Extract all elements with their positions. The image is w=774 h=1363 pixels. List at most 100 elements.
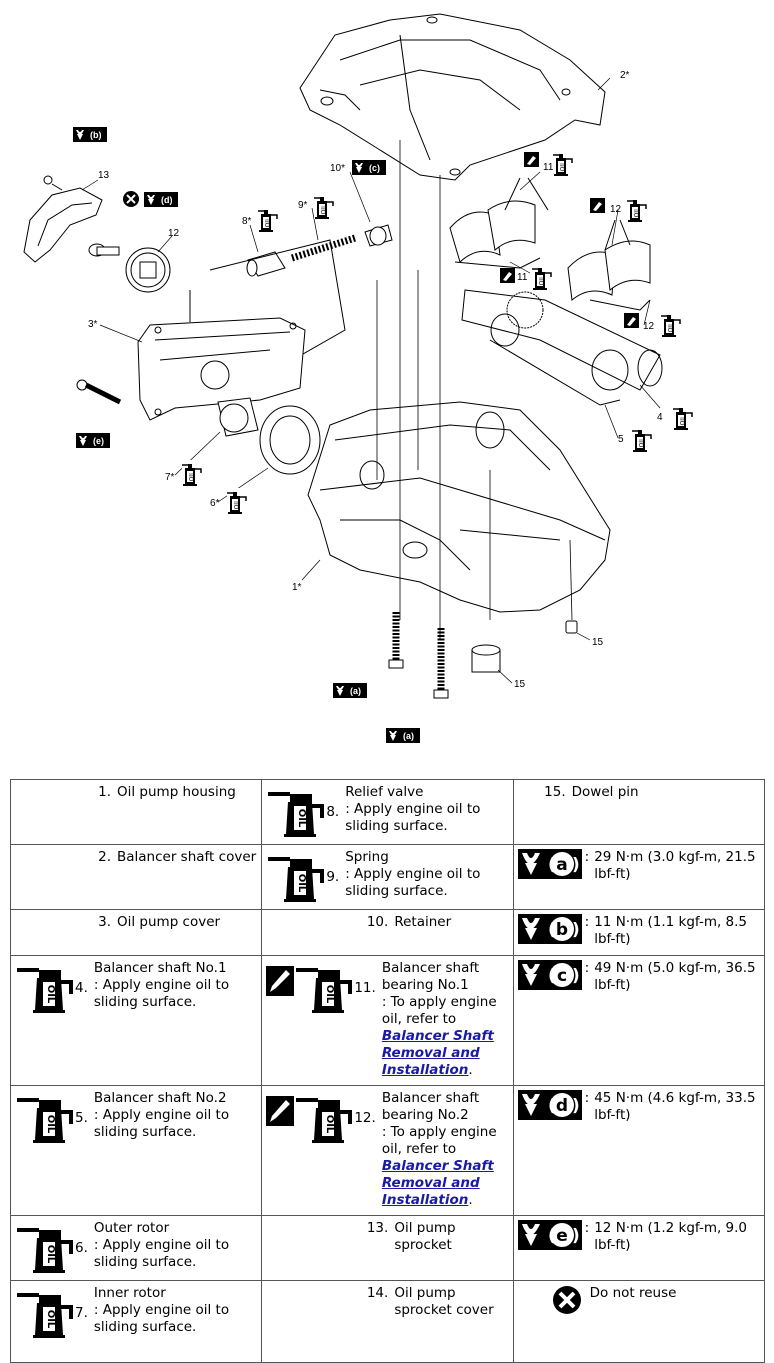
legend-item-note-text: : Apply engine oil to sliding surface.	[93, 1107, 230, 1140]
legend-cell: 13.Oil pump sprocket	[261, 1215, 514, 1281]
legend-symbol: b()	[517, 914, 582, 949]
svg-text:OIL: OIL	[45, 1115, 56, 1134]
svg-text:OIL: OIL	[45, 1310, 56, 1329]
svg-text:OIL: OIL	[296, 809, 307, 828]
legend-item-description: Oil pump cover	[117, 914, 257, 931]
legend-item-number: 6.	[75, 1240, 88, 1256]
svg-text:e: e	[556, 1226, 568, 1246]
legend-row: OIL 5. Balancer shaft No.2: Apply engine o…	[9, 1085, 766, 1216]
legend-symbol: a()	[517, 849, 582, 884]
svg-text:): )	[572, 966, 580, 986]
svg-text:(: (	[548, 1226, 556, 1246]
legend-item-note: : Apply engine oil to sliding surface.	[94, 1302, 257, 1336]
legend-item: OIL 5. Balancer shaft No.2: Apply engine o…	[15, 1090, 257, 1144]
legend-item-description: Dowel pin	[572, 784, 760, 801]
legend-item-name: Retainer	[394, 914, 452, 930]
legend-item-description: Balancer shaft No.1: Apply engine oil to…	[94, 960, 257, 1011]
legend-cell: a():29 N·m (3.0 kgf-m, 21.5 lbf-ft)	[512, 844, 766, 910]
colon: :	[584, 960, 590, 976]
legend-cell: c():49 N·m (5.0 kgf-m, 36.5 lbf-ft)	[512, 955, 766, 1086]
reuse-note: Do not reuse	[518, 1285, 760, 1320]
svg-text:(e): (e)	[93, 436, 104, 446]
callout-15-bottom: 15	[514, 679, 526, 690]
legend-item: 2.Balancer shaft cover	[15, 849, 257, 866]
balancer-shaft-removal-link[interactable]: Balancer Shaft Removal and Installation	[381, 1158, 494, 1208]
callout-4: 4	[657, 412, 663, 423]
brush-icon	[266, 1096, 295, 1126]
legend-item-icons: OIL	[15, 1090, 75, 1144]
legend-item-number: 5.	[75, 1110, 88, 1126]
callout-14: 13	[98, 170, 110, 181]
legend-item-name: Inner rotor	[93, 1285, 166, 1301]
callout-2: 2*	[620, 70, 630, 81]
legend-item-name: Balancer shaft No.2	[93, 1090, 227, 1106]
colon: :	[584, 914, 590, 930]
svg-text:): )	[572, 855, 580, 875]
legend-item-name: Oil pump sprocket cover	[394, 1285, 494, 1318]
oil-can-icon: OIL	[268, 857, 325, 902]
legend-item-note-text: : To apply engine oil, refer to	[381, 1124, 497, 1157]
legend-item-name: Balancer shaft bearing No.2	[381, 1090, 480, 1123]
legend-cell: d():45 N·m (4.6 kgf-m, 33.5 lbf-ft)	[512, 1085, 766, 1216]
legend-item-number: 10.	[366, 914, 389, 930]
callout-15-right: 15	[592, 637, 604, 648]
oil-can-icon: OIL	[296, 1098, 353, 1143]
legend-item-note-text: : Apply engine oil to sliding surface.	[345, 866, 481, 899]
legend-item-number: 11.	[354, 980, 376, 996]
legend-item-number: 13.	[366, 1220, 389, 1236]
legend-item: 10. Retainer	[266, 914, 508, 931]
callout-12-top: 12	[610, 204, 622, 215]
torque-value: 12 N·m (1.2 kgf-m, 9.0 lbf-ft)	[594, 1220, 748, 1253]
callout-5: 5	[618, 434, 624, 445]
torque-value: 29 N·m (3.0 kgf-m, 21.5 lbf-ft)	[594, 849, 756, 882]
legend-cell: 2.Balancer shaft cover	[9, 844, 263, 910]
svg-text:OIL: OIL	[296, 874, 307, 893]
svg-text:(a): (a)	[403, 731, 414, 741]
legend-item-name: Spring	[345, 849, 389, 865]
svg-text:(b): (b)	[90, 130, 102, 140]
do-not-reuse-icon	[123, 191, 139, 207]
svg-text:c: c	[557, 966, 567, 986]
legend-item-note-text: : Apply engine oil to sliding surface.	[93, 1237, 230, 1270]
legend-item-note: : Apply engine oil to sliding surface.	[94, 977, 257, 1011]
callout-13: 12	[168, 228, 180, 239]
svg-text:): )	[572, 1226, 580, 1246]
svg-text:(c): (c)	[369, 163, 380, 173]
torque-wrench-icon: c()	[517, 960, 582, 990]
svg-text:(: (	[548, 1096, 556, 1116]
legend-item-icons: OIL	[266, 849, 326, 903]
legend-symbol: d()	[517, 1090, 582, 1125]
legend-symbol	[552, 1285, 582, 1320]
oil-can-icon: OIL	[17, 1228, 73, 1273]
oil-can-icon: OIL	[17, 1098, 73, 1143]
callout-1: 1*	[292, 582, 302, 593]
torque-spec: c():49 N·m (5.0 kgf-m, 36.5 lbf-ft)	[517, 960, 760, 995]
svg-text:OIL: OIL	[324, 985, 335, 1004]
legend-item: 1.Oil pump housing	[15, 784, 257, 801]
legend-item-name: Relief valve	[345, 784, 424, 800]
svg-text:OIL: OIL	[45, 1245, 56, 1264]
svg-text:OIL: OIL	[324, 1115, 335, 1134]
legend-item-icons: OIL	[15, 960, 75, 1014]
legend-item-name: Oil pump housing	[117, 784, 236, 800]
legend-item-number: 14.	[366, 1285, 389, 1301]
legend-item-icons: OIL	[266, 960, 354, 1014]
oil-can-icon: OIL	[296, 968, 353, 1013]
callout-6: 6*	[210, 498, 220, 509]
legend-cell: OIL 5. Balancer shaft No.2: Apply engine o…	[9, 1085, 263, 1216]
svg-text:(d): (d)	[161, 195, 173, 205]
svg-text:a: a	[556, 855, 567, 875]
legend-item-name: Balancer shaft cover	[117, 849, 257, 865]
balancer-shaft-removal-link[interactable]: Balancer Shaft Removal and Installation	[381, 1028, 494, 1078]
